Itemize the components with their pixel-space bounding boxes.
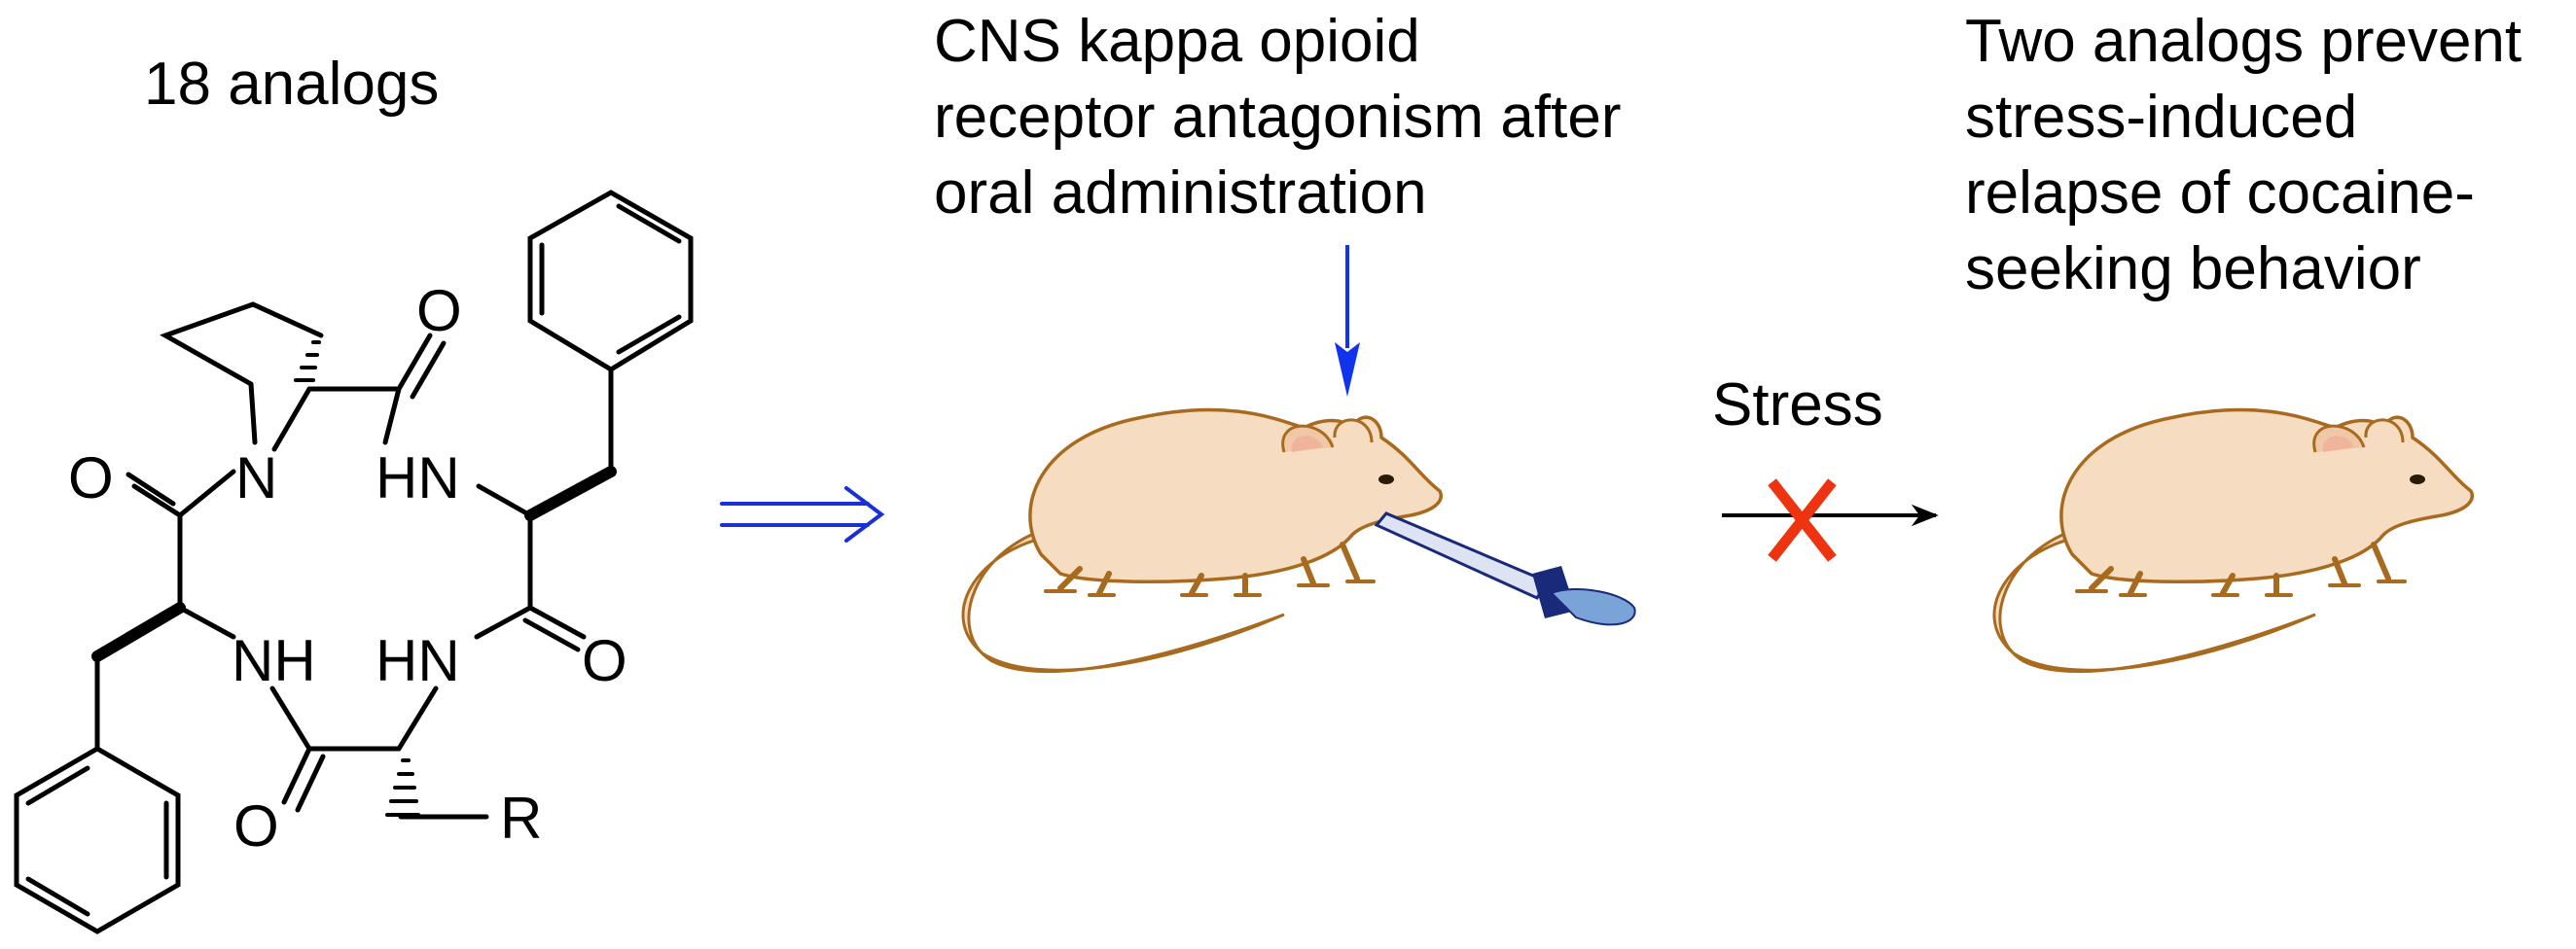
step3-line-4: seeking behavior xyxy=(1965,235,2421,302)
step3-description: Two analogs prevent stress-induced relap… xyxy=(1965,4,2522,307)
step3-line-3: relapse of cocaine- xyxy=(1965,159,2475,227)
hashed-wedge-bottom xyxy=(385,758,420,817)
atom-o-left: O xyxy=(68,445,114,510)
dosing-arrow xyxy=(1335,245,1360,397)
hashed-wedge-pro xyxy=(294,340,321,382)
phenyl-ring-bottom xyxy=(14,746,181,934)
step3-line-2: stress-induced xyxy=(1965,84,2358,151)
step1-line-1: CNS kappa opioid xyxy=(934,8,1420,75)
atom-n-ring: N xyxy=(235,445,277,510)
atom-r-group: R xyxy=(500,786,542,851)
atom-o-top: O xyxy=(416,278,462,343)
atom-nh-left: NH xyxy=(232,628,316,693)
retro-arrow xyxy=(720,486,885,543)
mouse-with-dropper-icon xyxy=(961,407,1636,673)
step1-line-2: receptor antagonism after xyxy=(934,84,1622,151)
atom-o-right: O xyxy=(582,628,627,693)
dropper-icon xyxy=(1374,511,1636,626)
pyrrolidine-ring xyxy=(160,301,324,387)
step1-description: CNS kappa opioid receptor antagonism aft… xyxy=(934,4,1622,231)
x-mark-icon xyxy=(1768,478,1837,562)
stress-label: Stress xyxy=(1712,371,1883,439)
step3-line-1: Two analogs prevent xyxy=(1965,8,2522,75)
cyclic-peptide-structure xyxy=(14,190,694,934)
phenyl-ring-top xyxy=(527,190,694,372)
mouse-icon xyxy=(1992,407,2474,673)
step1-line-3: oral administration xyxy=(934,159,1427,227)
atom-hn-right-bottom: HN xyxy=(376,628,460,693)
atom-o-bottom: O xyxy=(233,793,279,859)
atom-hn-right-top: HN xyxy=(376,445,460,510)
compound-caption: 18 analogs xyxy=(144,51,440,118)
blocked-arrow xyxy=(1722,478,1939,562)
atom-labels: O N O HN NH HN O O R xyxy=(68,278,627,859)
